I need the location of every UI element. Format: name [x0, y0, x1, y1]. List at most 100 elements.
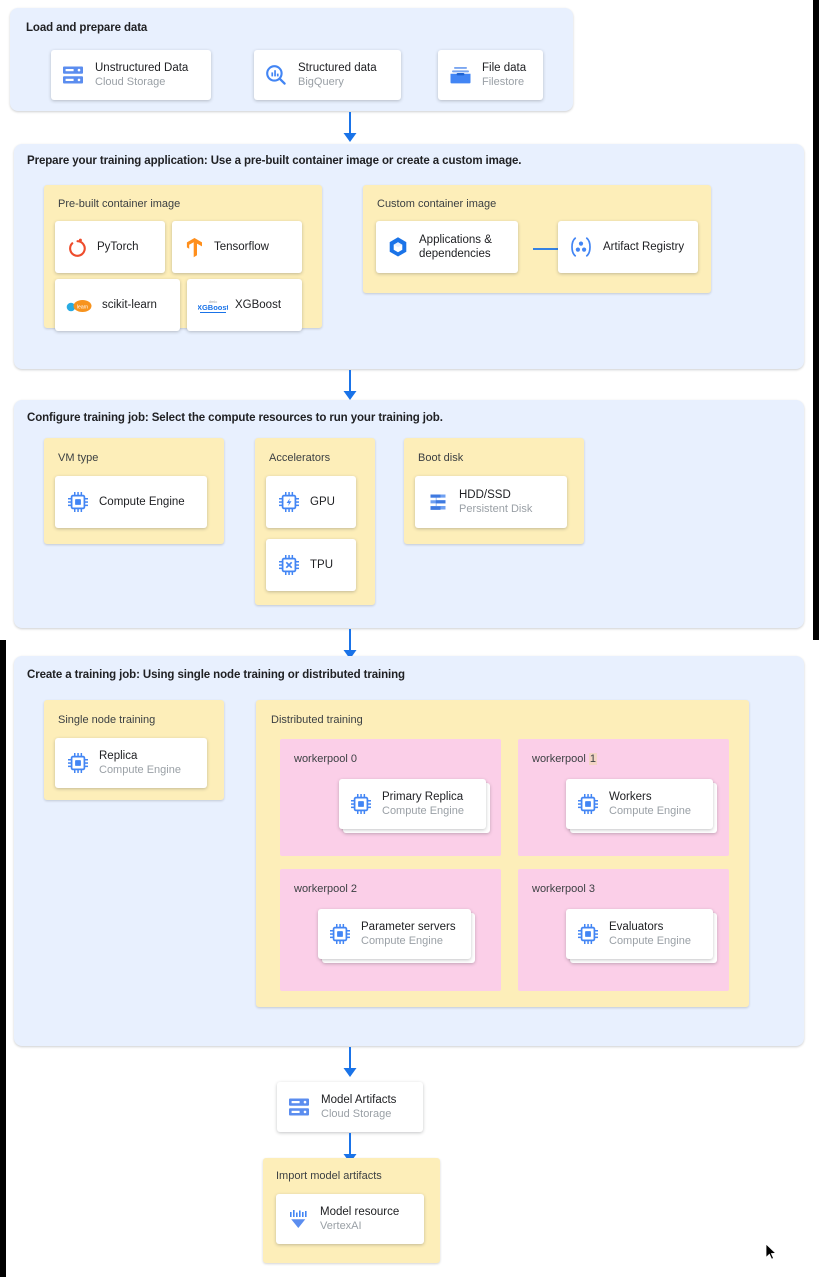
stage-title: Prepare your training application: Use a… [27, 155, 522, 167]
stage-title: Load and prepare data [26, 22, 148, 34]
group-accelerators: Accelerators GPU TPU [255, 438, 375, 605]
pool-index: 2 [350, 883, 357, 895]
stage-configure-training-job: Configure training job: Select the compu… [14, 400, 804, 628]
pool-workerpool-2: workerpool 2 Parameter servers Compute E… [280, 869, 501, 991]
pool-title: workerpool 0 [294, 753, 357, 765]
group-pre-built-container-image: Pre-built container image PyTorch Tensor… [44, 185, 322, 331]
group-title: Single node training [58, 714, 156, 726]
card-sublabel: BigQuery [298, 76, 344, 88]
svg-text:dmlc: dmlc [209, 299, 217, 304]
card-label: GPU [310, 496, 335, 508]
group-title: VM type [58, 452, 99, 464]
card-sublabel: Compute Engine [99, 764, 181, 776]
card-label: Replica [99, 750, 138, 762]
tpu-icon [276, 554, 302, 576]
card-applications-dependencies[interactable]: Applications & dependencies [376, 221, 518, 273]
left-edge-bar [0, 640, 6, 1277]
pool-title-text: workerpool [532, 753, 586, 765]
card-hdd-ssd[interactable]: HDD/SSD Persistent Disk [415, 476, 567, 528]
card-replica[interactable]: Replica Compute Engine [55, 738, 207, 788]
pool-title: workerpool 3 [532, 883, 595, 895]
pool-workerpool-3: workerpool 3 Evaluators Compute Engine [518, 869, 729, 991]
card-label: XGBoost [235, 299, 282, 311]
card-label: Compute Engine [99, 496, 185, 508]
card-sublabel: Filestore [482, 76, 525, 88]
vertex-ai-icon [285, 1208, 311, 1230]
card-parameter-servers[interactable]: Parameter servers Compute Engine [318, 909, 471, 959]
card-primary-replica[interactable]: Primary Replica Compute Engine [339, 779, 486, 829]
stage-create-training-job: Create a training job: Using single node… [14, 656, 804, 1046]
group-vm-type: VM type Compute Engine [44, 438, 224, 544]
card-scikit-learn[interactable]: learn scikit-learn [55, 279, 180, 331]
cloud-storage-icon [286, 1097, 312, 1117]
pool-title-text: workerpool [294, 883, 348, 895]
stage-title: Configure training job: Select the compu… [27, 412, 443, 424]
compute-engine-icon [575, 923, 601, 945]
card-sublabel: Compute Engine [382, 805, 464, 817]
compute-engine-icon [65, 491, 91, 513]
card-label: Evaluators [609, 921, 664, 933]
card-label: Unstructured Data [95, 62, 189, 74]
card-compute-engine[interactable]: Compute Engine [55, 476, 207, 528]
group-title: Accelerators [269, 452, 331, 464]
card-label: Model Artifacts [321, 1094, 397, 1106]
arrow-configure-to-create [343, 629, 357, 659]
card-label: scikit-learn [102, 299, 157, 311]
applications-dependencies-icon [385, 236, 411, 259]
card-label: TPU [310, 559, 333, 571]
stage-prepare-training-application: Prepare your training application: Use a… [14, 144, 804, 369]
pool-title: workerpool 1 [532, 753, 597, 765]
pool-workerpool-1: workerpool 1 Workers Compute Engine [518, 739, 729, 856]
card-sublabel: Compute Engine [609, 935, 691, 947]
group-title: Import model artifacts [276, 1170, 382, 1182]
card-evaluators[interactable]: Evaluators Compute Engine [566, 909, 713, 959]
card-model-artifacts[interactable]: Model Artifacts Cloud Storage [277, 1082, 423, 1132]
card-model-resource[interactable]: Model resource VertexAI [276, 1194, 424, 1244]
card-pytorch[interactable]: PyTorch [55, 221, 165, 273]
compute-engine-icon [327, 923, 353, 945]
compute-engine-icon [65, 752, 91, 774]
pool-title-text: workerpool [532, 883, 586, 895]
svg-text:XGBoost: XGBoost [198, 303, 228, 312]
group-custom-container-image: Custom container image Applications & de… [363, 185, 711, 293]
compute-engine-icon [575, 793, 601, 815]
arrow-create-to-artifacts [343, 1047, 357, 1077]
scikit-learn-icon: learn [65, 297, 95, 313]
card-sublabel: Persistent Disk [459, 503, 533, 515]
card-tensorflow[interactable]: Tensorflow [172, 221, 302, 273]
card-workers[interactable]: Workers Compute Engine [566, 779, 713, 829]
card-label: Primary Replica [382, 791, 464, 803]
card-sublabel: Cloud Storage [321, 1108, 392, 1120]
card-gpu[interactable]: GPU [266, 476, 356, 528]
group-title: Custom container image [377, 198, 497, 210]
group-import-model-artifacts: Import model artifacts Model resource Ve… [263, 1158, 440, 1263]
card-unstructured-data[interactable]: Unstructured Data Cloud Storage [51, 50, 211, 100]
card-label: Tensorflow [214, 241, 269, 253]
card-tpu[interactable]: TPU [266, 539, 356, 591]
bigquery-icon [263, 64, 289, 86]
mouse-cursor [765, 1243, 777, 1260]
card-file-data[interactable]: File data Filestore [438, 50, 543, 100]
cloud-storage-icon [60, 65, 86, 85]
card-label: PyTorch [97, 241, 139, 253]
arrow-load-to-prepare [343, 112, 357, 142]
card-label: File data [482, 62, 527, 74]
stage-load-and-prepare-data: Load and prepare data Unstructured Data … [10, 8, 573, 111]
pool-title-text: workerpool [294, 753, 348, 765]
group-single-node-training: Single node training Replica Compute Eng… [44, 700, 224, 800]
group-boot-disk: Boot disk HDD/SSD Persistent Disk [404, 438, 584, 544]
stage-title: Create a training job: Using single node… [27, 669, 405, 681]
arrow-prepare-to-configure [343, 370, 357, 400]
pool-index: 3 [588, 883, 595, 895]
card-sublabel: VertexAI [320, 1220, 362, 1232]
card-label: Workers [609, 791, 652, 803]
card-label: Model resource [320, 1206, 400, 1218]
card-artifact-registry[interactable]: Artifact Registry [558, 221, 698, 273]
svg-text:learn: learn [77, 304, 88, 310]
pytorch-icon [65, 237, 89, 258]
group-distributed-training: Distributed training workerpool 0 Primar… [256, 700, 749, 1007]
card-label: Structured data [298, 62, 377, 74]
card-structured-data[interactable]: Structured data BigQuery [254, 50, 401, 100]
